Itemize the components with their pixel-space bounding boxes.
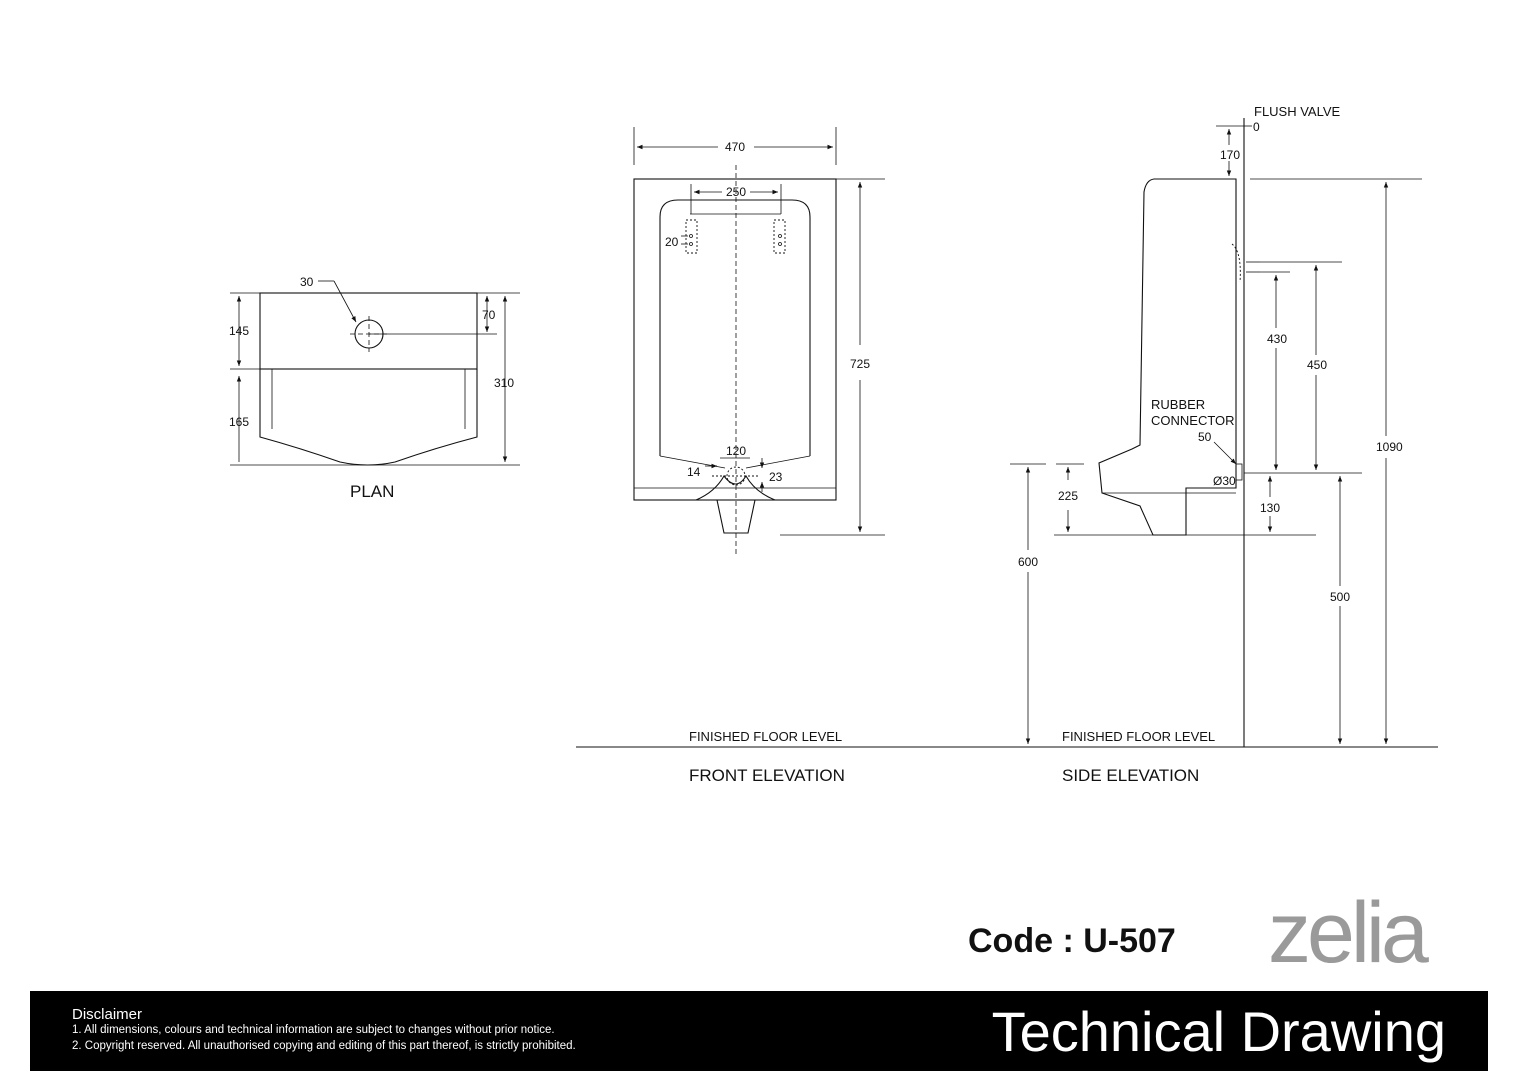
front-dim-width: 470 [725,140,745,154]
front-dim-spacing: 250 [726,185,746,199]
footer-title: Technical Drawing [991,1000,1446,1063]
side-dim-50: 50 [1198,430,1212,444]
side-dim-130: 130 [1260,501,1280,515]
side-elevation: FLUSH VALVE 0 170 1090 450 430 130 500 R… [1010,104,1422,785]
front-title: FRONT ELEVATION [689,766,845,785]
side-dim-dia: Ø30 [1213,474,1236,488]
side-title: SIDE ELEVATION [1062,766,1199,785]
side-dim-zero: 0 [1253,120,1260,134]
side-flush-valve-label: FLUSH VALVE [1254,104,1341,119]
side-dim-225: 225 [1058,489,1078,503]
side-dim-430: 430 [1267,332,1287,346]
plan-dim-offset: 70 [482,308,496,322]
side-connector-line1: RUBBER [1151,397,1205,412]
side-dim-1090: 1090 [1376,440,1403,454]
product-code: Code : U-507 [968,922,1176,960]
side-floor-label: FINISHED FLOOR LEVEL [1062,729,1215,744]
plan-dim-top: 145 [229,324,249,338]
front-dim-outlet-side: 14 [687,465,701,479]
side-dim-valve: 170 [1220,148,1240,162]
disclaimer-line-2: 2. Copyright reserved. All unauthorised … [72,1040,576,1052]
plan-dim-bottom: 165 [229,415,249,429]
plan-view: 30 145 165 70 310 PLAN [229,275,520,501]
side-dim-600: 600 [1018,555,1038,569]
front-dim-height: 725 [850,357,870,371]
front-floor-label: FINISHED FLOOR LEVEL [689,729,842,744]
plan-dim-hole: 30 [300,275,314,289]
plan-title: PLAN [350,482,394,501]
front-dim-outlet-depth: 23 [769,470,783,484]
plan-dim-total: 310 [494,376,514,390]
front-elevation: 470 250 20 725 120 14 23 FINISHED FLOOR … [633,127,885,785]
footer-bar: Disclaimer 1. All dimensions, colours an… [30,991,1488,1071]
brand-logo-text: zelia [1268,888,1429,968]
front-dim-outlet: 120 [726,444,746,458]
side-dim-500: 500 [1330,590,1350,604]
side-dim-450: 450 [1307,358,1327,372]
side-connector-line2: CONNECTOR [1151,413,1235,428]
disclaimer-title: Disclaimer [72,1006,143,1023]
disclaimer-line-1: 1. All dimensions, colours and technical… [72,1024,555,1036]
brand-logo: zelia [1268,888,1433,968]
front-dim-bracket: 20 [665,235,679,249]
